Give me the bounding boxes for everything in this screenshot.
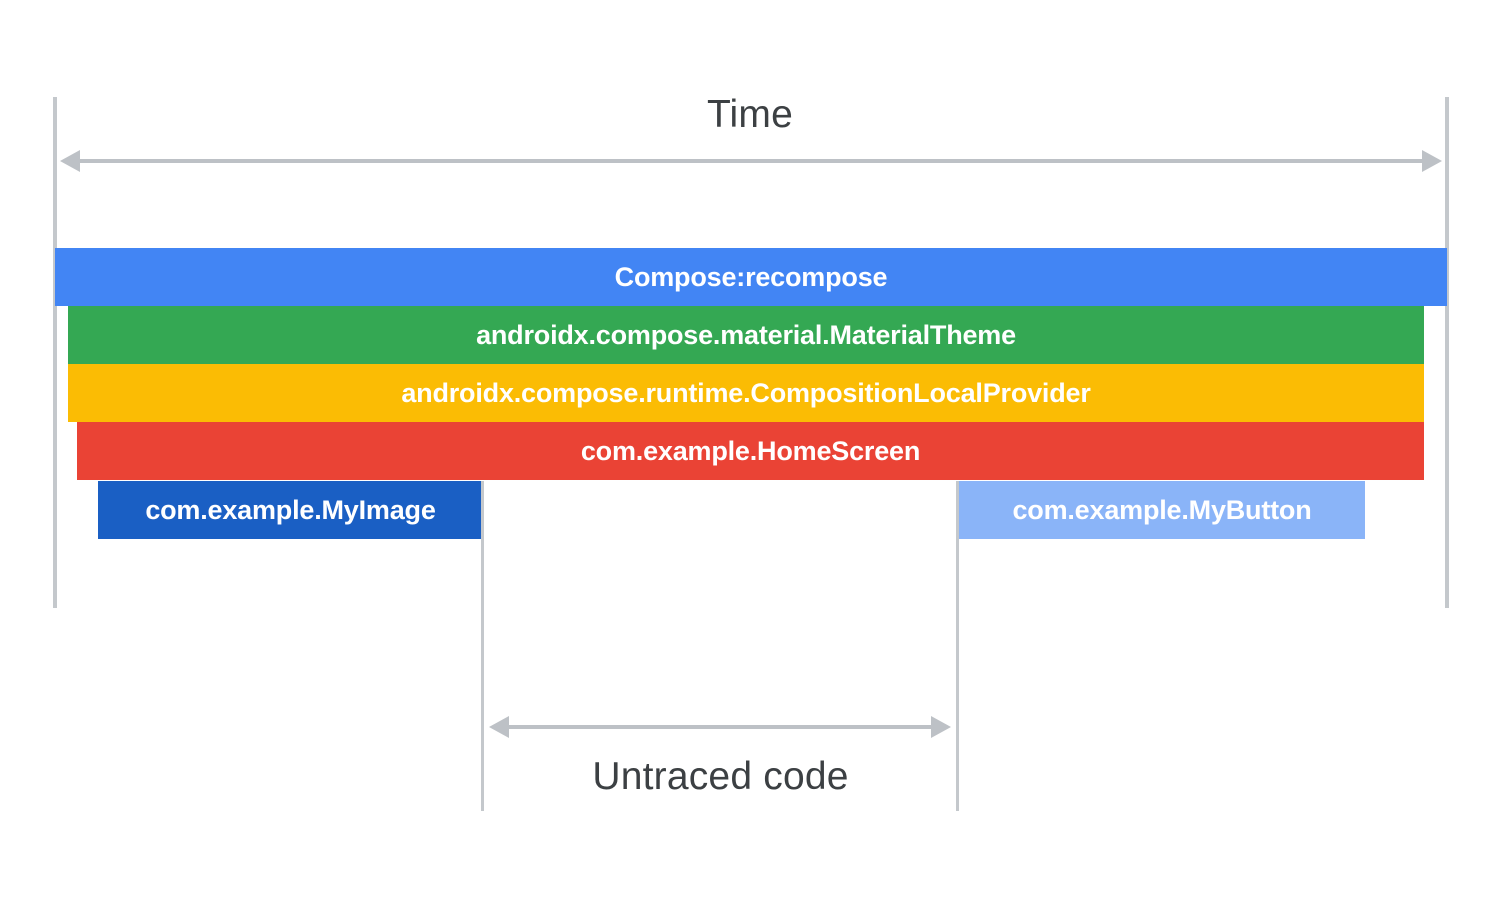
untraced-guide-right-rule [956, 481, 959, 811]
time-axis-right-rule [1445, 97, 1449, 608]
time-axis-label: Time [706, 93, 794, 136]
trace-bar-material-theme[interactable]: androidx.compose.material.MaterialTheme [68, 306, 1424, 364]
untraced-code-label: Untraced code [592, 755, 849, 798]
arrow-shaft [503, 725, 937, 729]
time-axis-left-rule [53, 97, 57, 608]
trace-bar-compose-recompose[interactable]: Compose:recompose [55, 248, 1447, 306]
trace-bar-composition-local-provider[interactable]: androidx.compose.runtime.CompositionLoca… [68, 364, 1424, 422]
untraced-guide-left-rule [481, 481, 484, 811]
arrow-shaft [74, 159, 1428, 163]
arrow-head-right-icon [1422, 150, 1442, 172]
untraced-span-arrow [489, 712, 951, 742]
arrow-head-left-icon [60, 150, 80, 172]
time-span-arrow [60, 146, 1442, 176]
arrow-head-left-icon [489, 716, 509, 738]
trace-bar-home-screen[interactable]: com.example.HomeScreen [77, 422, 1424, 480]
arrow-head-right-icon [931, 716, 951, 738]
trace-bar-my-image[interactable]: com.example.MyImage [98, 481, 483, 539]
trace-bar-my-button[interactable]: com.example.MyButton [959, 481, 1365, 539]
